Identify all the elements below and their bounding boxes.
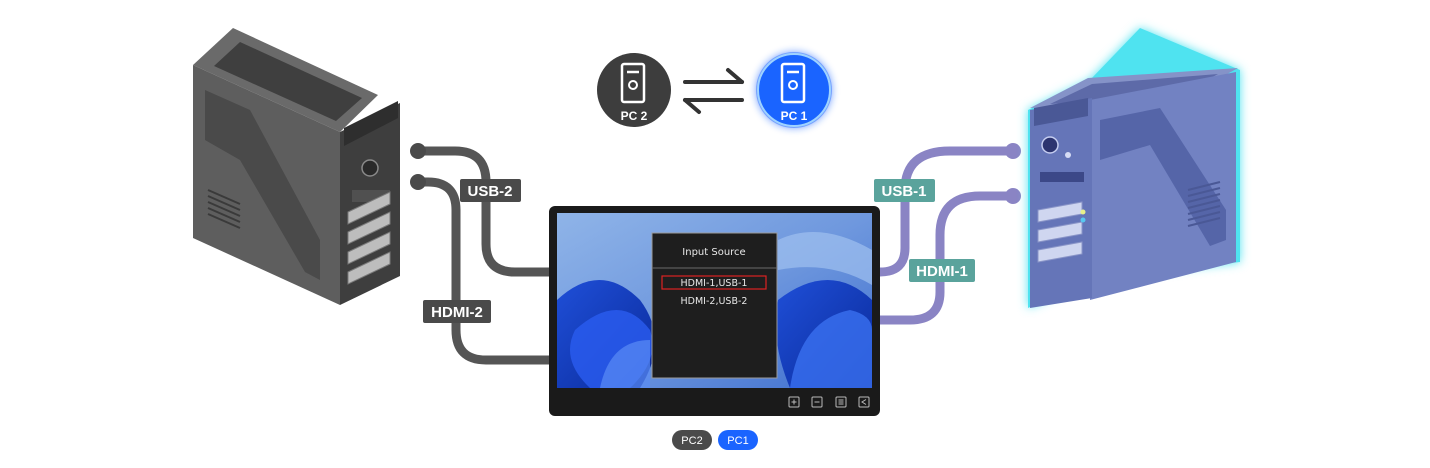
osd-option-hdmi1-usb1[interactable]: HDMI-1,USB-1 <box>681 278 748 289</box>
pc1-indicator: PC 1 <box>756 52 832 128</box>
pc1-pill-label: PC1 <box>727 435 748 447</box>
pc2-pill-label: PC2 <box>681 435 702 447</box>
osd-title: Input Source <box>682 247 745 258</box>
usb1-label: USB-1 <box>874 179 935 202</box>
usb2-cable <box>413 146 557 277</box>
pc1-tower <box>1028 28 1240 308</box>
hdmi1-cable <box>875 191 1018 325</box>
swap-arrows-icon <box>683 68 744 114</box>
osd-option-hdmi2-usb2[interactable]: HDMI-2,USB-2 <box>681 296 748 307</box>
hdmi2-label: HDMI-2 <box>423 300 491 323</box>
pc2-indicator: PC 2 <box>597 53 671 127</box>
back-icon[interactable] <box>858 396 870 408</box>
pc2-indicator-label: PC 2 <box>621 109 648 123</box>
pc2-pill[interactable]: PC2 <box>672 430 712 450</box>
hdmi1-plug <box>1005 188 1021 204</box>
hdmi2-cable <box>413 177 557 365</box>
right-cables <box>875 143 1021 325</box>
usb1-label-text: USB-1 <box>881 183 926 200</box>
hdmi2-label-text: HDMI-2 <box>431 304 483 321</box>
pc2-tower <box>193 28 400 305</box>
switch-indicator: PC 2 PC 1 <box>597 52 832 128</box>
usb2-label: USB-2 <box>460 179 521 202</box>
menu-icon[interactable] <box>835 396 847 408</box>
monitor: Input Source HDMI-1,USB-1 HDMI-2,USB-2 <box>549 206 880 416</box>
hdmi2-plug <box>410 174 426 190</box>
plus-icon[interactable] <box>788 396 800 408</box>
usb2-plug <box>410 143 426 159</box>
pc1-indicator-label: PC 1 <box>781 109 808 123</box>
osd-selection-box <box>661 275 767 290</box>
pc1-pill[interactable]: PC1 <box>718 430 758 450</box>
osd-menu: Input Source HDMI-1,USB-1 HDMI-2,USB-2 <box>651 232 778 379</box>
monitor-buttons <box>788 396 870 408</box>
usb1-plug <box>1005 143 1021 159</box>
hdmi1-label: HDMI-1 <box>909 259 975 282</box>
left-cables <box>410 143 557 365</box>
usb2-label-text: USB-2 <box>467 183 512 200</box>
hdmi1-label-text: HDMI-1 <box>916 263 968 280</box>
minus-icon[interactable] <box>811 396 823 408</box>
